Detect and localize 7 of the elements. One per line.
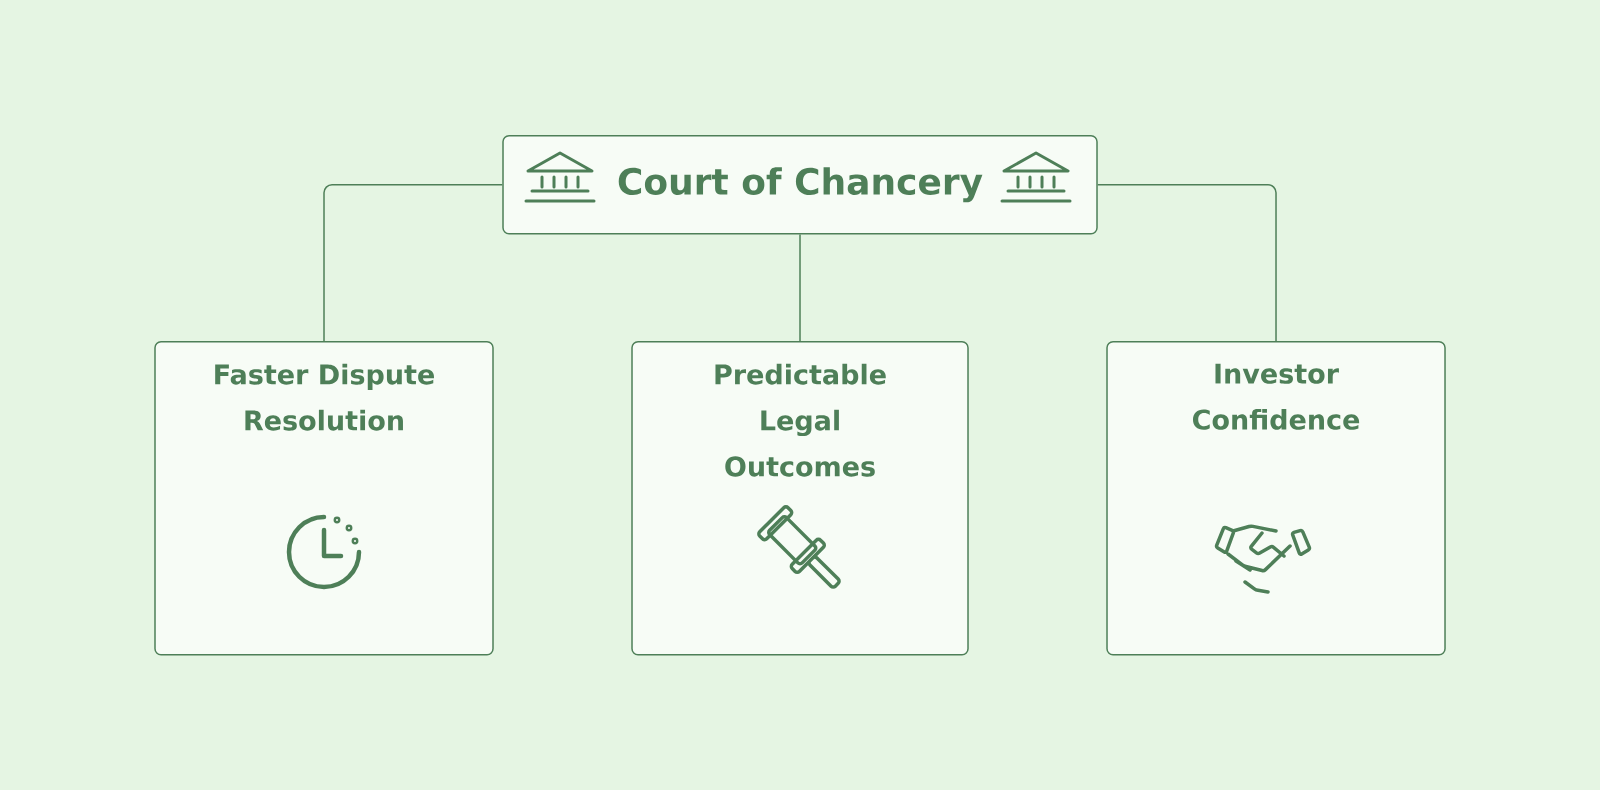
benefit-box: Faster Dispute Resolution [154, 341, 494, 656]
connector-line [1097, 184, 1277, 342]
benefit-box: Investor Confidence [1106, 341, 1446, 656]
benefit-box: Predictable Legal Outcomes [631, 341, 969, 656]
title-box: Court of Chancery [502, 135, 1098, 235]
connector-line [799, 233, 801, 342]
connector-line [323, 184, 503, 342]
